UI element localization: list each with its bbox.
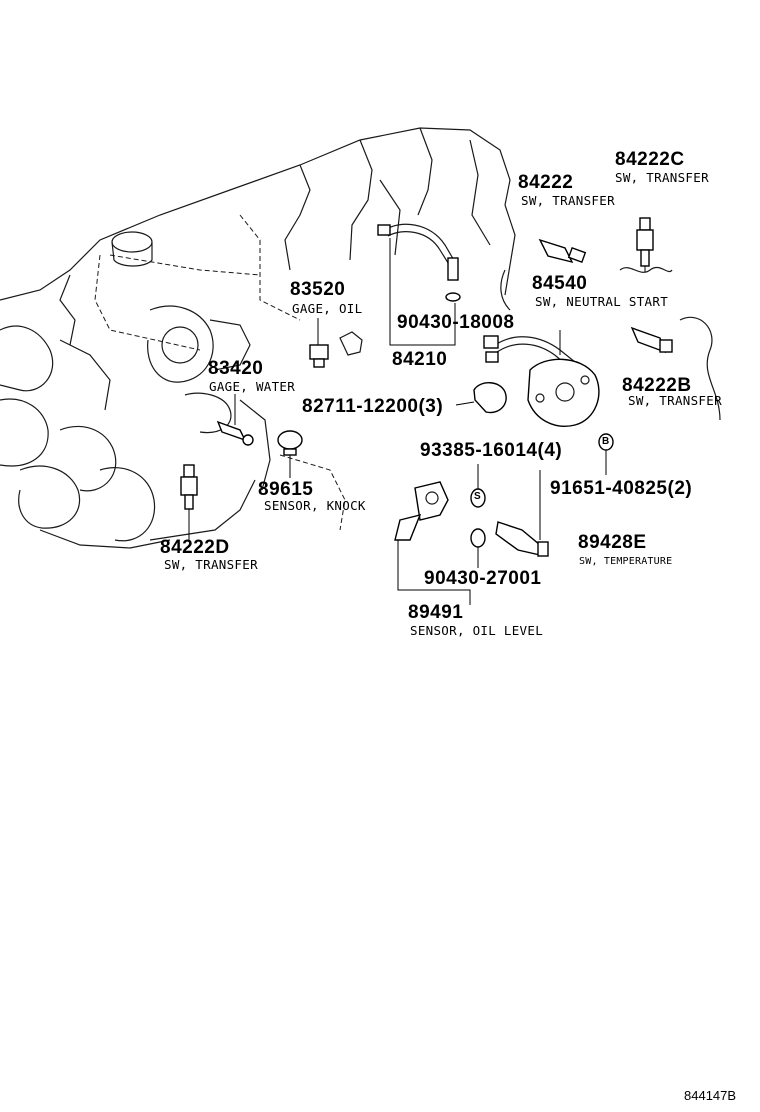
part-number-90430-27001: 90430-27001 [424,568,542,589]
part-number-89615: 89615 [258,479,314,500]
engine-illustration [0,127,516,549]
oil-gage [309,318,363,368]
part-number-84210: 84210 [392,349,448,370]
part-desc-84222: SW, TRANSFER [521,193,615,208]
part-desc-83420: GAGE, WATER [209,379,296,394]
clamp-82711 [455,382,507,414]
part-desc-84222d: SW, TRANSFER [164,557,258,572]
part-desc-84222b: SW, TRANSFER [628,393,722,408]
part-number-90430-18008: 90430-18008 [397,312,515,333]
part-number-83420: 83420 [208,358,264,379]
switch-84222c [636,217,654,272]
neutral-start-switch [483,330,600,427]
marker-s: S [474,491,481,502]
part-number-89428e: 89428E [578,532,647,553]
part-number-83520: 83520 [290,279,346,300]
part-number-84222: 84222 [518,172,574,193]
switch-84222 [538,238,587,264]
part-number-84540: 84540 [532,273,588,294]
switch-84222b [630,326,673,354]
part-number-84222c: 84222C [615,149,685,170]
part-number-84222d: 84222D [160,537,230,558]
marker-b: B [602,436,610,447]
part-desc-84222c: SW, TRANSFER [615,170,709,185]
gaskets [470,433,614,568]
part-number-89491: 89491 [408,602,464,623]
water-gage [216,394,254,446]
diagram-reference-code: 844147B [684,1088,737,1103]
knock-sensor [277,430,303,478]
part-desc-89615: SENSOR, KNOCK [264,498,366,513]
part-desc-84540: SW, NEUTRAL START [535,294,669,309]
part-desc-89491: SENSOR, OIL LEVEL [410,623,544,638]
part-number-84222b: 84222B [622,375,692,396]
part-desc-83520: GAGE, OIL [292,301,363,316]
part-number-82711-12200: 82711-12200(3) [302,396,444,417]
part-number-91651-40825: 91651-40825(2) [550,478,693,499]
part-desc-89428e: SW, TEMPERATURE [579,556,673,567]
switch-84222d [180,464,198,540]
part-number-93385-16014: 93385-16014(4) [420,440,563,461]
oil-level-sensor [394,481,471,605]
wire-harness [377,223,461,346]
temperature-switch [495,470,549,557]
